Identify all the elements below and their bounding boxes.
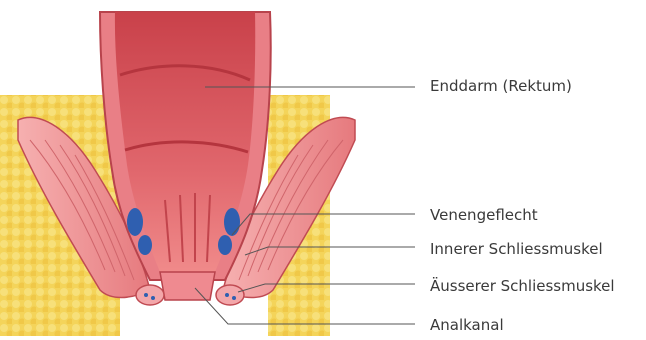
label-anal-canal: Analkanal: [430, 316, 504, 334]
label-rectum: Enddarm (Rektum): [430, 77, 572, 95]
label-external-sphincter: Äusserer Schliessmuskel: [430, 277, 615, 295]
label-internal-sphincter: Innerer Schliessmuskel: [430, 240, 603, 258]
label-venous-plexus: Venengeflecht: [430, 206, 538, 224]
anal-canal-opening: [160, 272, 215, 300]
